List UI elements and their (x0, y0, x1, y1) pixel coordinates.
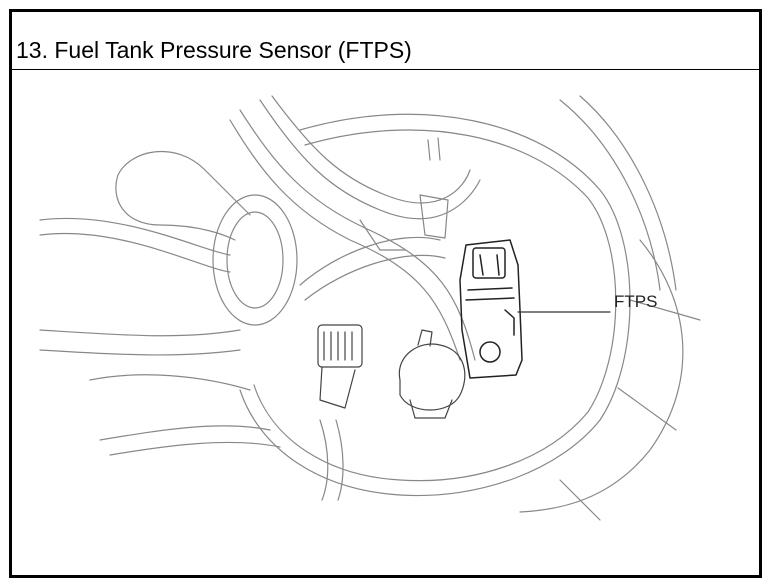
diagram-frame: 13. Fuel Tank Pressure Sensor (FTPS) (9, 9, 762, 578)
top-bracket (359, 137, 449, 251)
tank-flange-ring (239, 95, 701, 521)
title-bar: 13. Fuel Tank Pressure Sensor (FTPS) (12, 12, 759, 70)
fuel-level-sender (398, 329, 466, 419)
ftps-sensor (459, 239, 523, 379)
page-title: 13. Fuel Tank Pressure Sensor (FTPS) (16, 37, 412, 63)
wire-harness-lines (39, 329, 344, 501)
vapor-hose-loop (39, 95, 481, 361)
ftps-callout-label: FTPS (614, 292, 658, 311)
pump-connector (317, 324, 363, 409)
